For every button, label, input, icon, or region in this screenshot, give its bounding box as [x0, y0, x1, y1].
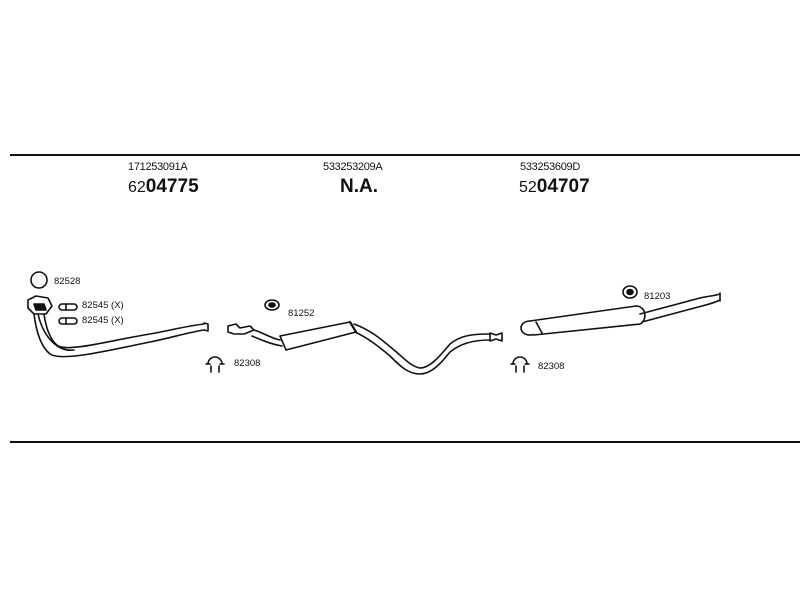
clamp-icon-front [205, 356, 225, 373]
clip-label-2: 82545 (X) [82, 315, 124, 326]
clip-label-1: 82545 (X) [82, 300, 124, 311]
center-muffler-code: N.A. [340, 176, 378, 198]
hanger-label-mid: 81252 [288, 308, 315, 319]
front-pipe-code-prefix: 62 [128, 179, 146, 196]
center-muffler-part-number: 533253209A [323, 161, 383, 173]
hanger-icon-rear [622, 285, 638, 299]
top-rule [10, 154, 800, 156]
rear-muffler-code: 5204707 [519, 176, 590, 198]
clip-icon-2 [58, 317, 78, 325]
ring-gasket-label: 82528 [54, 276, 81, 287]
rear-muffler-part-number: 533253609D [520, 161, 581, 173]
clamp-label-rear: 82308 [538, 361, 565, 372]
clamp-icon-rear [510, 356, 530, 373]
center-muffler-code-main: N.A. [340, 176, 378, 197]
rear-muffler [520, 292, 721, 336]
hanger-label-rear: 81203 [644, 291, 671, 302]
rear-muffler-code-main: 04707 [536, 176, 590, 197]
hanger-icon-mid [264, 299, 280, 311]
clip-icon [58, 303, 78, 311]
front-pipe-part-number: 171253091A [128, 161, 188, 173]
bottom-rule [10, 441, 800, 443]
ring-gasket-icon [30, 271, 48, 289]
front-pipe-code-main: 04775 [145, 176, 199, 197]
front-pipe [27, 295, 209, 358]
center-muffler [227, 320, 503, 375]
front-pipe-code: 6204775 [128, 176, 199, 198]
rear-muffler-code-prefix: 52 [519, 179, 537, 196]
clamp-label-front: 82308 [234, 358, 261, 369]
